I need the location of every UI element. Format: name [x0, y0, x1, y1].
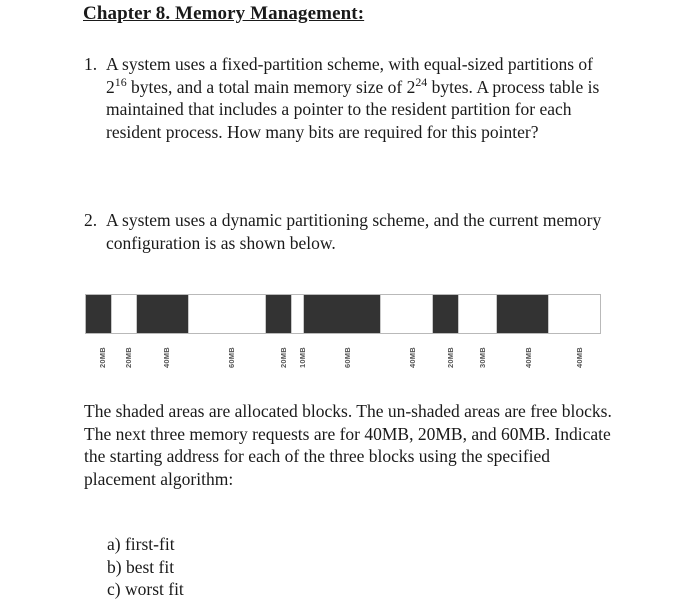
memory-block-9-size-label: 20MB — [446, 347, 456, 368]
memory-block-1-size-label: 20MB — [97, 347, 107, 368]
choice-1-marker: a) — [107, 534, 121, 554]
question-1-part-a: A system uses a fixed-partition scheme, … — [106, 54, 593, 97]
choice-3-marker: c) — [107, 579, 121, 599]
question-2-text: A system uses a dynamic partitioning sch… — [106, 210, 602, 253]
memory-block-5-allocated — [265, 295, 292, 333]
question-2: 2. A system uses a dynamic partitioning … — [84, 209, 604, 254]
question-1-part-c: bytes. A process table is maintained tha… — [106, 76, 600, 142]
memory-block-8-free — [381, 295, 433, 333]
memory-block-3-size-label: 40MB — [162, 347, 172, 368]
choice-3-label: worst fit — [120, 579, 184, 599]
memory-block-2-free — [111, 295, 138, 333]
choice-2-marker: b) — [107, 556, 122, 577]
memory-block-labels: 20MB 20MB 40MB 60MB 20MB 10MB 60MB 40MB 20MB 30MB… — [85, 334, 601, 376]
memory-block-3-allocated — [137, 295, 189, 333]
memory-block-4-free — [188, 295, 266, 333]
memory-block-7-allocated — [304, 295, 382, 333]
question-1-exponent-16: 16 — [114, 74, 127, 89]
choice-2-label: best fit — [121, 556, 175, 577]
memory-block-8-size-label: 40MB — [407, 347, 417, 368]
memory-block-2-size-label: 20MB — [123, 347, 133, 368]
memory-block-12-free — [548, 295, 600, 333]
memory-block-10-free — [458, 295, 498, 333]
question-1-text: A system uses a fixed-partition scheme, … — [106, 53, 614, 143]
question-1: 1. A system uses a fixed-partition schem… — [84, 53, 614, 143]
memory-block-6-size-label: 10MB — [297, 347, 307, 368]
description-paragraph: The shaded areas are allocated blocks. T… — [84, 401, 612, 489]
choice-1-label: first-fit — [120, 534, 175, 554]
memory-block-1-allocated — [86, 295, 112, 333]
memory-block-11-allocated — [497, 295, 549, 333]
choice-c: c) worst fit — [107, 578, 184, 601]
memory-block-6-free — [291, 295, 305, 333]
memory-block-5-size-label: 20MB — [278, 347, 288, 368]
question-1-exponent-24: 24 — [415, 74, 428, 89]
memory-block-10-size-label: 30MB — [478, 347, 488, 368]
choice-b: b) best fit — [107, 556, 184, 579]
page-title: Chapter 8. Memory Management: — [83, 3, 365, 24]
question-2-number: 2. — [84, 210, 98, 230]
memory-block-7-size-label: 60MB — [343, 347, 352, 368]
question-1-part-b: bytes, and a total main memory size of 2 — [126, 76, 416, 97]
memory-block-12-size-label: 40MB — [575, 347, 585, 368]
memory-block-4-size-label: 60MB — [226, 347, 236, 368]
memory-block-11-size-label: 40MB — [523, 347, 533, 368]
choice-a: a) first-fit — [107, 533, 184, 556]
memory-bar — [85, 294, 601, 334]
memory-block-9-allocated — [432, 295, 459, 333]
memory-configuration-diagram: 20MB 20MB 40MB 60MB 20MB 10MB 60MB 40MB 20MB 30MB… — [85, 294, 601, 376]
question-1-number: 1. — [84, 54, 98, 74]
